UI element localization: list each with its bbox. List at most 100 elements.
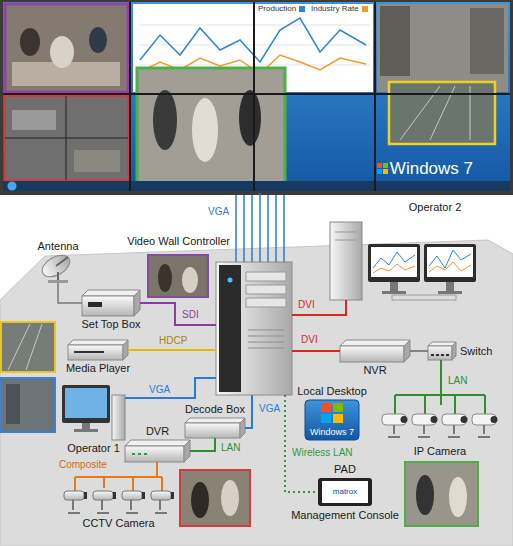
drive-bay (246, 298, 286, 307)
office-photo (405, 462, 478, 526)
windows-flag (377, 169, 382, 174)
box-side (123, 340, 128, 360)
vga-cable (125, 378, 216, 398)
box-top (82, 290, 140, 296)
network-switch: Switch (428, 342, 456, 360)
box-top (125, 440, 190, 446)
box-top (340, 340, 410, 346)
windows-flag (333, 403, 343, 412)
drive-bay (246, 272, 286, 281)
windows-flag (383, 169, 388, 174)
box-front (82, 296, 134, 316)
signal-label: LAN (220, 442, 241, 454)
box-front (185, 423, 240, 438)
hdcp-cable (128, 349, 216, 351)
camera-body (93, 491, 113, 500)
camera-mount (126, 500, 138, 513)
power-led (228, 278, 233, 283)
network-cable (410, 350, 428, 352)
camera-lens (142, 492, 145, 499)
traffic-photo (389, 82, 495, 144)
start-button (8, 182, 17, 191)
operator-pc: Operator 1 (62, 385, 125, 440)
camera-lens (491, 416, 498, 423)
monitor (368, 244, 420, 282)
box-top (185, 418, 245, 423)
antenna-cable (58, 283, 82, 303)
wall-desktop (3, 2, 510, 191)
device-label: Operator 2 (409, 201, 462, 214)
box-side (404, 340, 410, 362)
pc-tower (330, 222, 362, 300)
device-label: Windows 7 (310, 427, 354, 437)
box-top (428, 342, 456, 346)
dvi-cable (292, 300, 346, 315)
windows-flag (377, 163, 382, 168)
box-front (340, 346, 404, 362)
vent-slots (248, 330, 284, 348)
monitor-stand (82, 423, 90, 429)
pad-screen (322, 481, 368, 503)
nvr-box: NVR (340, 340, 410, 362)
signal-label: VGA (207, 206, 230, 218)
controller-chassis (216, 262, 292, 395)
box-front (125, 446, 184, 462)
device-label: matrox (333, 487, 357, 496)
cctv-cameras: CCTV Camera (62, 488, 175, 515)
chart-legend-label: Industry Rate (311, 4, 359, 13)
device-label: Local Desktop (297, 385, 367, 398)
office-photo (137, 68, 285, 184)
camera-mount (418, 425, 430, 437)
camera-view (74, 150, 120, 172)
photo-person (449, 477, 467, 517)
photo-person (182, 267, 198, 293)
antenna-dish (39, 251, 74, 282)
photo-building (380, 6, 410, 76)
monitor-screen (427, 247, 473, 277)
drive-bay (246, 285, 286, 294)
monitor-base (74, 429, 98, 432)
meeting-photo (5, 4, 128, 92)
signal-label: VGA (258, 403, 281, 415)
camera-mount (97, 500, 109, 513)
box-side (184, 440, 190, 462)
camera-mount (478, 425, 490, 437)
vga-cable (259, 193, 261, 262)
dvi-cable (292, 350, 340, 352)
chart-swatch (299, 6, 305, 12)
box-display (88, 302, 102, 307)
antenna: Antenna (40, 255, 76, 283)
screen-chart (429, 262, 471, 272)
camera-lens (171, 492, 174, 499)
box-front (428, 346, 452, 360)
signal-label: HDCP (158, 335, 188, 347)
video-wall: Windows 7 (0, 0, 513, 193)
device-label: CCTV Camera (82, 517, 154, 530)
windows-logo (305, 400, 359, 440)
wall-frame (0, 0, 513, 195)
antenna-base (48, 280, 68, 283)
traffic-photo (1, 322, 55, 372)
wall-controller: Video Wall Controller (216, 262, 292, 395)
set-top-box: Set Top Box (82, 290, 140, 316)
signal-label: SDI (181, 309, 200, 321)
signal-label: VGA (148, 384, 171, 396)
floor (0, 240, 513, 546)
photo-building (470, 8, 504, 74)
taskbar (3, 181, 510, 191)
signal-label: DVI (297, 299, 316, 311)
signal-label: LAN (447, 375, 468, 387)
vga-cable (245, 395, 252, 428)
camera-lens (431, 416, 438, 423)
chart-swatch (362, 6, 368, 12)
photo-person (191, 482, 209, 518)
camera-mount (155, 500, 167, 513)
monitor-base (438, 291, 462, 294)
device-label: Switch (460, 345, 492, 358)
photo-person (192, 98, 218, 162)
device-label: NVR (363, 364, 386, 377)
lan-cable (190, 438, 215, 451)
monitor-screen (65, 388, 107, 418)
